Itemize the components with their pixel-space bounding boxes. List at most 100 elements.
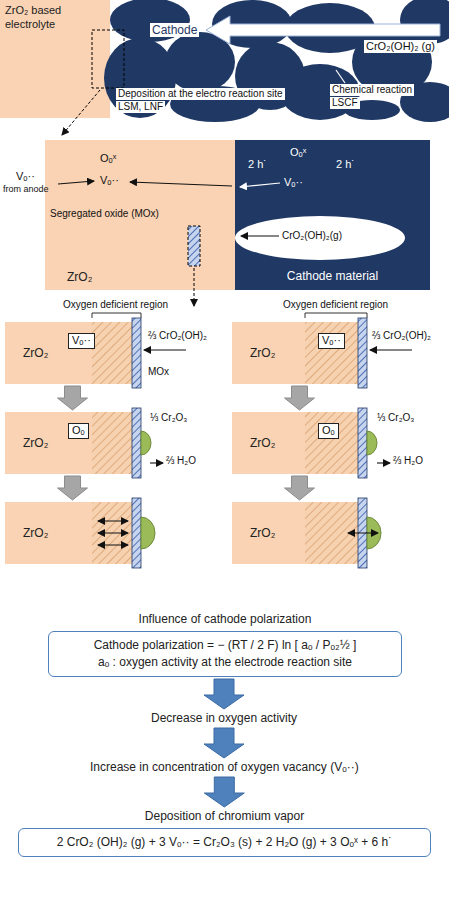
zoom-cathode bbox=[235, 140, 430, 290]
text-label: LSM, LNF bbox=[116, 101, 165, 113]
electrolyte-fill bbox=[0, 0, 110, 118]
electrolyte-fill bbox=[0, 0, 110, 118]
text-label: Oₒˣ bbox=[290, 146, 306, 159]
mox-layer bbox=[358, 318, 367, 388]
zoom-marker bbox=[92, 30, 124, 88]
box-frame: 2 CrO₂ (OH)₂ (g) + 3 Vₒ·· = Cr₂O₃ (s) + … bbox=[18, 828, 431, 857]
zro2-block bbox=[232, 412, 367, 474]
species-box: Vₒ·· bbox=[318, 333, 345, 349]
text-label: Vₒ·· bbox=[16, 170, 35, 183]
segregated-oxide bbox=[194, 268, 195, 306]
text-label: ⅔ H₂O bbox=[393, 455, 423, 467]
node-text: Vₒ·· bbox=[72, 334, 91, 348]
node-text: Cathode material bbox=[287, 269, 378, 284]
block-arrow bbox=[204, 728, 244, 758]
node-text: Oₒ bbox=[322, 424, 335, 438]
node-text: Cathode polarization = − (RT / 2 F) ln [… bbox=[59, 638, 391, 653]
text-label: LSCF bbox=[330, 97, 360, 109]
text-label: Vₒ·· bbox=[284, 176, 303, 189]
species-arrows bbox=[150, 462, 163, 463]
cr2o3-deposit bbox=[141, 431, 381, 549]
reaction-arrows bbox=[241, 235, 279, 236]
electrolyte-region: ZrO₂ based electrolyte bbox=[0, 0, 110, 118]
text-label: Oxygen deficient region bbox=[283, 299, 388, 311]
zro2-block bbox=[5, 412, 140, 474]
region-bracket bbox=[92, 313, 141, 318]
leader-line bbox=[336, 70, 345, 83]
oxygen-deficient-hatch bbox=[305, 322, 358, 384]
box-frame: Cathode polarization = − (RT / 2 F) ln [… bbox=[48, 631, 402, 677]
zro2-block bbox=[5, 322, 367, 564]
node-text: ZrO₂ bbox=[67, 270, 92, 285]
zoom-marker bbox=[62, 90, 100, 135]
zoom-electrolyte bbox=[45, 140, 235, 290]
species-arrows bbox=[370, 349, 412, 350]
node-text: ZrO₂ bbox=[250, 436, 275, 451]
text-label: CrO₂(OH)₂(g) bbox=[282, 230, 342, 242]
node-text: ZrO₂ bbox=[23, 526, 48, 541]
heading-text: Influence of cathode polarization bbox=[48, 612, 402, 627]
reaction-arrows bbox=[240, 183, 280, 187]
oxygen-deficient-hatch bbox=[92, 502, 132, 564]
diffusion-arrows bbox=[348, 533, 378, 534]
text-label: Oxygen deficient region bbox=[63, 299, 168, 311]
oxygen-deficient-hatch bbox=[92, 322, 132, 384]
oxygen-deficient-hatch bbox=[92, 412, 132, 474]
region-bracket bbox=[305, 313, 367, 318]
diffusion-arrows bbox=[98, 521, 128, 522]
node-text: Increase in concentration of oxygen vaca… bbox=[90, 760, 359, 775]
step-text: Decrease in oxygen activity bbox=[151, 711, 297, 726]
node-text: ZrO₂ bbox=[250, 346, 275, 361]
species-box: Oₒ bbox=[68, 423, 89, 439]
text-label: Segregated oxide (MOx) bbox=[50, 208, 159, 220]
segregated-oxide bbox=[188, 226, 200, 306]
node-text: 2 CrO₂ (OH)₂ (g) + 3 Vₒ·· = Cr₂O₃ (s) + … bbox=[29, 835, 420, 850]
oxygen-deficient-hatch bbox=[305, 412, 358, 474]
block-arrow bbox=[58, 386, 88, 410]
diffusion-arrows bbox=[98, 545, 128, 546]
text-label: ⅔ CrO₂(OH)₂ bbox=[372, 330, 431, 342]
zro2-block bbox=[232, 502, 367, 564]
zro2-box: ZrO₂ Oₒ bbox=[232, 412, 367, 474]
cathode-grains bbox=[400, 0, 449, 44]
mox-layer bbox=[132, 318, 367, 568]
mox-layer bbox=[358, 408, 367, 478]
species-arrows bbox=[144, 350, 412, 463]
heading-text: Deposition of chromium vapor bbox=[18, 809, 431, 824]
zoom-marker bbox=[62, 30, 124, 135]
cathode-grains bbox=[104, 0, 449, 122]
node-text: Oₒ bbox=[72, 424, 85, 438]
leader-line bbox=[336, 70, 345, 83]
text-label: Vₒ·· bbox=[100, 174, 119, 187]
block-arrow bbox=[58, 476, 88, 500]
cr2o3-deposit bbox=[367, 431, 377, 455]
species-arrows bbox=[377, 462, 390, 463]
text-label: from anode bbox=[3, 184, 49, 195]
zoom-electrolyte bbox=[45, 140, 235, 290]
species-box: Oₒ bbox=[318, 423, 339, 439]
zro2-block bbox=[232, 322, 367, 384]
mox-layer bbox=[132, 498, 141, 568]
text-label: Oₒˣ bbox=[100, 152, 116, 165]
step-text: Increase in concentration of oxygen vaca… bbox=[90, 760, 359, 775]
zro2-box: ZrO₂ Vₒ·· bbox=[5, 322, 140, 384]
segregated-oxide bbox=[188, 226, 200, 266]
text-label: MOx bbox=[148, 366, 169, 378]
text-label: ⅓ Cr₂O₃ bbox=[150, 412, 187, 424]
reaction-arrows bbox=[130, 182, 232, 186]
diffusion-arrows bbox=[98, 533, 128, 534]
node-text: aₒ : oxygen activity at the electrode re… bbox=[59, 655, 391, 670]
cr2o3-deposit bbox=[141, 517, 155, 549]
node-text: ZrO₂ bbox=[23, 346, 48, 361]
mox-layer bbox=[132, 408, 141, 478]
zro2-box: ZrO₂ Vₒ·· bbox=[232, 322, 367, 384]
text-label: 2 h˙ bbox=[336, 158, 355, 171]
block-arrow bbox=[285, 386, 315, 410]
zro2-block bbox=[5, 502, 140, 564]
zro2-block bbox=[5, 322, 140, 384]
region-bracket bbox=[92, 313, 367, 318]
zro2-box: ZrO₂Oₒ bbox=[5, 412, 140, 474]
block-arrow bbox=[204, 679, 244, 709]
text-label: Deposition at the electro reaction site bbox=[116, 88, 285, 100]
